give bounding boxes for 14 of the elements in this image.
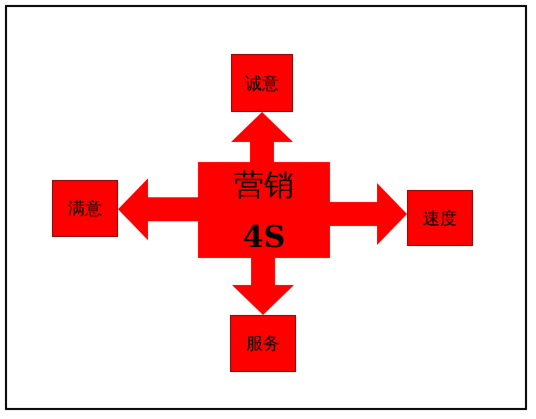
box [230,315,296,372]
box-label: 营销 [234,167,294,205]
box [231,54,293,112]
block-arrow [118,178,198,240]
box-label: 诚意 [245,72,279,94]
block-arrow [231,112,293,162]
block-arrow [330,183,407,245]
box [198,162,330,258]
box [407,190,473,246]
box-label: 速度 [423,208,457,230]
box-label: 4S [242,220,286,255]
box [52,180,118,237]
box-label: 满意 [68,198,102,220]
box-label: 服务 [246,333,280,355]
